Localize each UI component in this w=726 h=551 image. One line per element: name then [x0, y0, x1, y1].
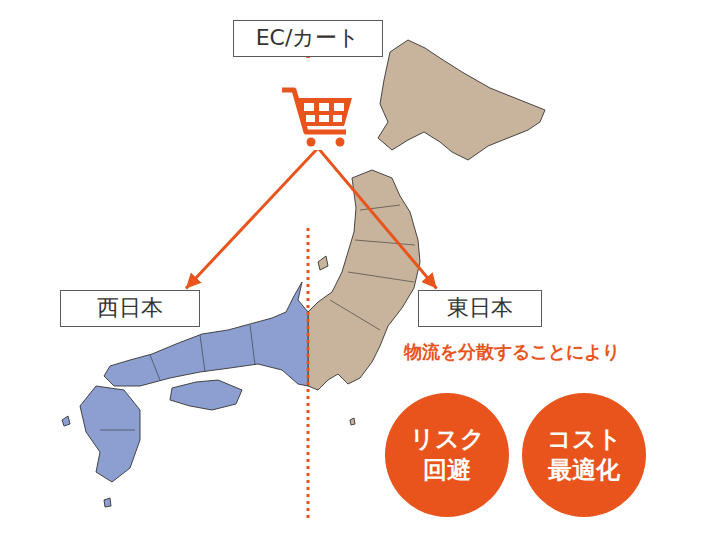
circle-shape	[385, 393, 509, 517]
note-label: 物流を分散することにより	[402, 340, 622, 364]
benefit-circle: リスク 回避	[385, 393, 509, 517]
box-text: 東日本	[447, 295, 513, 321]
source-box: EC/カート	[233, 20, 383, 57]
region-box: 東日本	[418, 290, 542, 327]
box-text: 西日本	[97, 295, 163, 321]
shikoku	[170, 380, 242, 410]
island	[318, 256, 328, 270]
island	[62, 416, 70, 426]
cart-backing	[276, 58, 358, 150]
box-text: EC/カート	[256, 25, 361, 51]
circle-fill	[385, 393, 509, 517]
region-box: 西日本	[60, 290, 200, 327]
cart	[282, 90, 352, 147]
circle-text: リスク 回避	[407, 424, 486, 486]
benefit-circle: コスト 最適化	[522, 393, 646, 517]
circle-fill	[522, 393, 646, 517]
island	[350, 418, 355, 425]
island	[104, 498, 111, 507]
divider-line	[307, 228, 310, 522]
circle-text: コスト 最適化	[544, 424, 623, 486]
hokkaido	[378, 40, 545, 160]
kyushu	[80, 386, 140, 482]
circle-shape	[522, 393, 646, 517]
